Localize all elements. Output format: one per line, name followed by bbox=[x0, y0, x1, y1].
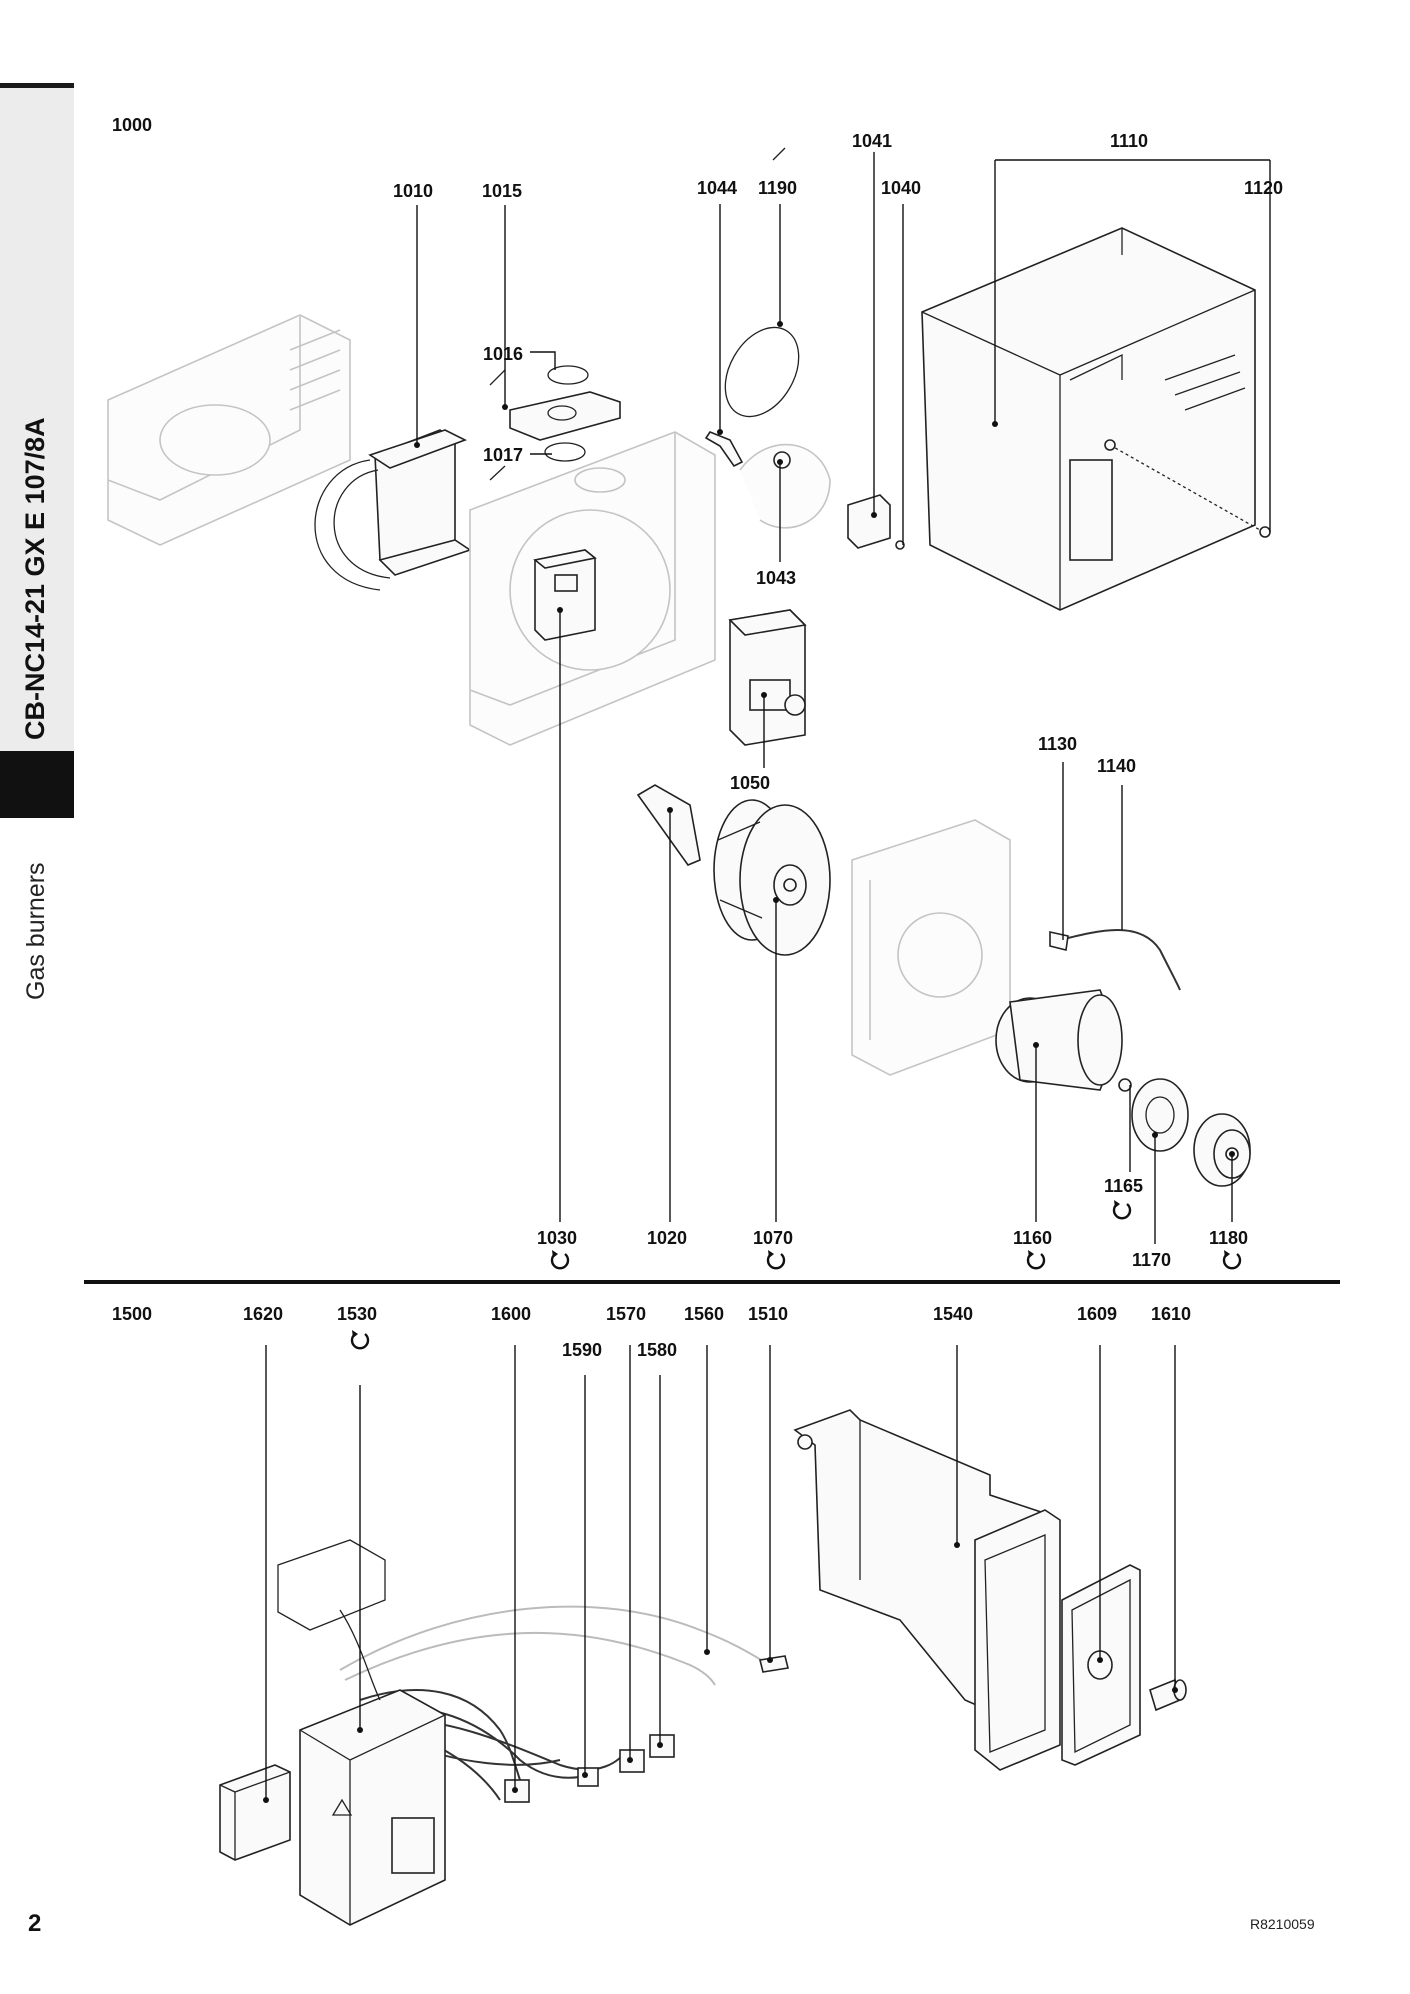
part-label-1610: 1610 bbox=[1151, 1304, 1191, 1324]
part-1540-mount bbox=[793, 1409, 1061, 1771]
part-label-1170: 1170 bbox=[1132, 1250, 1171, 1270]
rotation-icon-1530 bbox=[350, 1328, 370, 1350]
part-label-1600: 1600 bbox=[491, 1304, 531, 1324]
part-1050-valve bbox=[728, 609, 807, 746]
sidebar-section-marker bbox=[0, 751, 74, 818]
part-label-1590: 1590 bbox=[562, 1340, 602, 1360]
part-label-1130: 1130 bbox=[1038, 734, 1077, 754]
drawing-reference: R8210059 bbox=[1250, 1916, 1315, 1932]
part-label-1180: 1180 bbox=[1209, 1228, 1248, 1248]
part-label-1020: 1020 bbox=[647, 1228, 687, 1248]
motor-plate-ghost bbox=[851, 819, 1011, 1076]
rotation-icon-1180 bbox=[1222, 1248, 1242, 1270]
leader-lines-upper bbox=[414, 152, 1271, 1244]
lower-assembly bbox=[219, 1409, 1187, 1926]
part-1170-ring bbox=[1131, 1078, 1189, 1152]
part-label-1041: 1041 bbox=[852, 131, 892, 151]
part-1070-fan bbox=[713, 799, 831, 956]
connector-1590 bbox=[577, 1767, 599, 1787]
part-1015-plate bbox=[489, 365, 621, 481]
rotation-icon-1070 bbox=[766, 1248, 786, 1270]
part-label-1160: 1160 bbox=[1013, 1228, 1052, 1248]
part-label-1110: 1110 bbox=[1110, 131, 1148, 151]
part-1180-cap bbox=[1193, 1113, 1251, 1187]
part-1140-cable bbox=[1049, 929, 1181, 991]
part-label-1560: 1560 bbox=[684, 1304, 724, 1324]
part-label-1190: 1190 bbox=[758, 178, 797, 198]
part-1020-blade bbox=[636, 784, 701, 866]
part-label-1165: 1165 bbox=[1104, 1176, 1143, 1196]
part-1190-gasket bbox=[704, 147, 831, 529]
part-label-1043: 1043 bbox=[756, 568, 796, 588]
part-label-1010: 1010 bbox=[393, 181, 433, 201]
part-label-1570: 1570 bbox=[606, 1304, 646, 1324]
part-label-1040: 1040 bbox=[881, 178, 921, 198]
connector-1510 bbox=[759, 1655, 789, 1673]
part-1030-transformer bbox=[533, 549, 597, 641]
part-label-1140: 1140 bbox=[1097, 756, 1136, 776]
part-label-1070: 1070 bbox=[753, 1228, 793, 1248]
part-label-1044: 1044 bbox=[697, 178, 737, 198]
page-number: 2 bbox=[28, 1910, 42, 1937]
part-1041-clip bbox=[847, 494, 905, 550]
part-label-1510: 1510 bbox=[748, 1304, 788, 1324]
part-label-1015: 1015 bbox=[482, 181, 522, 201]
group-label-1500: 1500 bbox=[112, 1304, 152, 1324]
rotation-icon-1160 bbox=[1026, 1248, 1046, 1270]
upper-assembly bbox=[107, 147, 1271, 1187]
part-label-1609: 1609 bbox=[1077, 1304, 1117, 1324]
part-label-1030: 1030 bbox=[537, 1228, 577, 1248]
sidebar: CB-NC14-21 GX E 107/8A Gas burners bbox=[0, 0, 74, 1994]
sidebar-model-band bbox=[0, 88, 74, 751]
part-1110-cover bbox=[921, 227, 1271, 611]
part-label-1050: 1050 bbox=[730, 773, 770, 793]
leader-lines-lower bbox=[263, 1345, 1178, 1803]
part-1610-plug bbox=[1149, 1678, 1187, 1712]
rotation-icon-1030 bbox=[550, 1248, 570, 1270]
part-label-1540: 1540 bbox=[933, 1304, 973, 1324]
part-label-1530: 1530 bbox=[337, 1304, 377, 1324]
housing-ghost-left bbox=[107, 314, 351, 546]
sidebar-top-rule bbox=[0, 83, 74, 88]
part-1620-relay bbox=[219, 1764, 291, 1861]
part-1609-frame bbox=[1061, 1564, 1141, 1766]
rotation-icon-1165 bbox=[1112, 1198, 1132, 1220]
part-1530-control bbox=[277, 1539, 446, 1926]
part-label-1016: 1016 bbox=[483, 344, 523, 364]
part-label-1120: 1120 bbox=[1244, 178, 1283, 198]
part-label-1580: 1580 bbox=[637, 1340, 677, 1360]
part-1160-motor bbox=[995, 989, 1132, 1092]
part-labels: 1000 1010 1015 1016 1017 1044 1190 1041 … bbox=[112, 115, 1283, 1360]
part-label-1017: 1017 bbox=[483, 445, 523, 465]
part-label-1620: 1620 bbox=[243, 1304, 283, 1324]
group-label-1000: 1000 bbox=[112, 115, 152, 135]
